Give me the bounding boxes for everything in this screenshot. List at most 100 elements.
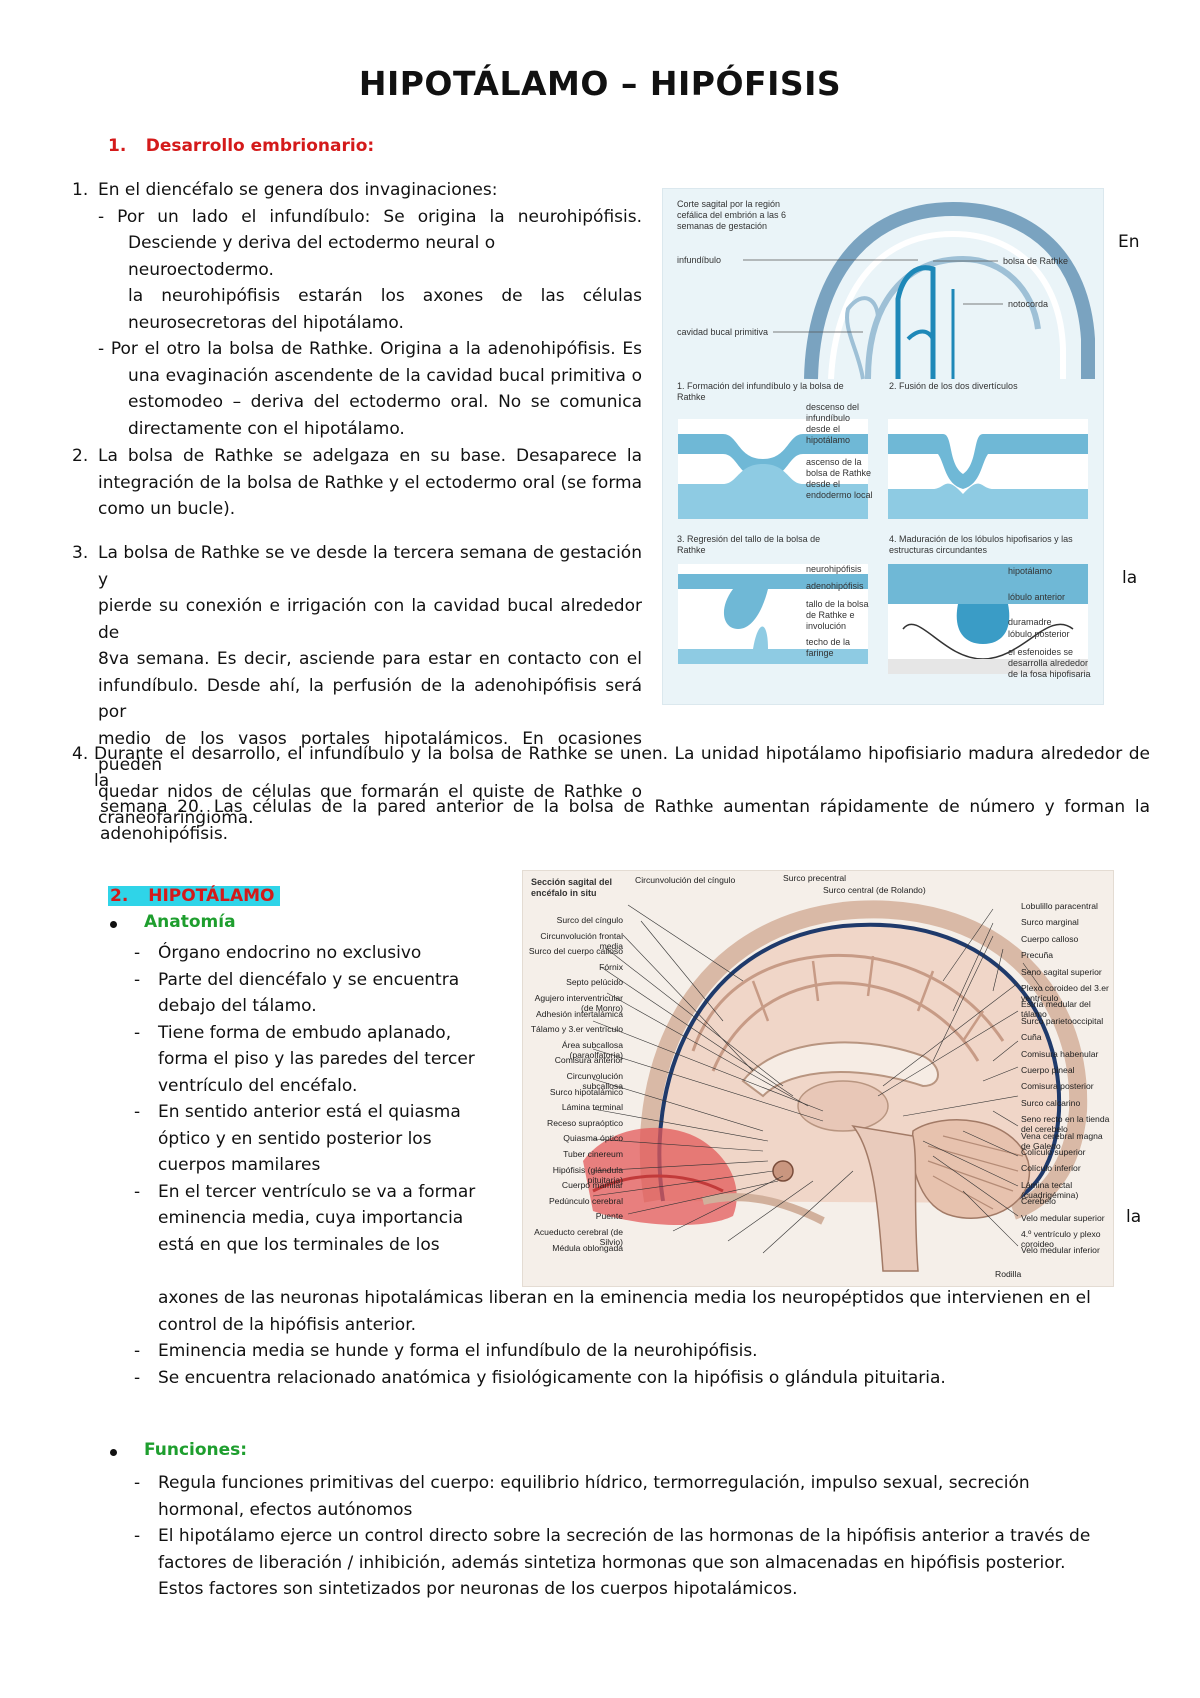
section1-number: 1.: [108, 136, 127, 156]
fig2-left-label: Surco del cuerpo calloso: [528, 946, 623, 957]
a5-side-word: la: [1126, 1207, 1142, 1227]
fig1-adeno: adenohipófisis: [806, 581, 864, 591]
fig1-step3: 3. Regresión del tallo de la bolsa de Ra…: [677, 534, 821, 555]
fig2-left-label: Adhesión intertalámica: [536, 1008, 623, 1019]
fig2-left-label: Acueducto cerebral (de Silvio): [534, 1227, 623, 1247]
fig1-bolsa: bolsa de Rathke: [1003, 256, 1069, 266]
p1-b-line1: - Por el otro la bolsa de Rathke. Origin…: [98, 339, 642, 359]
fig2-left-label: Surco hipotalámico: [549, 1086, 623, 1097]
fig2-left-label: Puente: [595, 1211, 623, 1222]
p3-line5: medio de los vasos portales hipotalámico…: [98, 728, 642, 776]
paragraph-3: 3. La bolsa de Rathke se ve desde la ter…: [72, 540, 642, 832]
paragraph-4: 4. Durante el desarrollo, el infundíbulo…: [72, 741, 1150, 847]
anatomia-item-2: Parte del diencéfalo y se encuentradebaj…: [126, 967, 526, 1020]
fig2-left-label: Fórnix: [599, 961, 623, 972]
section1-title: Desarrollo embrionario:: [145, 136, 375, 156]
fig2-right-label: Lámina tectal (cuadrigémina): [1021, 1179, 1079, 1200]
fig2-left-label: Agujero interventricular (de Monro): [534, 993, 623, 1013]
brain-sagittal-figure: Sección sagital del encéfalo in situ Sur…: [522, 870, 1114, 1287]
fig2-right-label: Comisura posterior: [1021, 1081, 1094, 1092]
fig2-top-label: Surco central (de Rolando): [823, 885, 926, 895]
fig2-right-label: Colículo superior: [1021, 1147, 1086, 1157]
anatomia-item-5: En el tercer ventrículo se va a formarem…: [126, 1179, 526, 1259]
anatomia-list-bottom: axones de las neuronas hipotalámicas lib…: [126, 1285, 1156, 1391]
fig2-left-label: Tálamo y 3.er ventrículo: [530, 1024, 623, 1035]
a5-line4: axones de las neuronas hipotalámicas lib…: [158, 1288, 1091, 1308]
anatomia-heading: Anatomía: [144, 912, 236, 932]
fig2-left-label: Área subcallosa (paraolfatoria): [561, 1039, 623, 1060]
fig1-neuro: neurohipófisis: [806, 564, 862, 574]
fig1-ascenso: ascenso de la bolsa de Rathke desde el e…: [806, 457, 873, 500]
p4-number: 4.: [72, 744, 89, 764]
funciones-list: Regula funciones primitivas del cuerpo: …: [126, 1470, 1166, 1603]
anatomia-item-1: Órgano endocrino no exclusivo: [126, 940, 526, 967]
fig1-step1: 1. Formación del infundíbulo y la bolsa …: [677, 381, 844, 402]
fig1-infundibulo: infundíbulo: [677, 255, 722, 265]
section2-title: HIPOTÁLAMO: [148, 886, 275, 906]
p3-number: 3.: [72, 543, 89, 563]
p3-line7: craneofaringioma.: [98, 808, 254, 828]
brain-diagram: [583, 900, 1088, 1272]
fig1-step4: 4. Maduración de los lóbulos hipofisario…: [889, 534, 1073, 555]
anatomia-item-3: Tiene forma de embudo aplanado,forma el …: [126, 1020, 526, 1100]
fig2-left-label: Médula oblongada: [552, 1242, 623, 1253]
funciones-item-2: El hipotálamo ejerce un control directo …: [126, 1523, 1166, 1603]
fig2-right-label: Surco parietooccipital: [1021, 1015, 1104, 1026]
fig2-right-label: Vena cerebral magna de Galeno: [1021, 1130, 1103, 1151]
p4-line1: Durante el desarrollo, el infundíbulo y …: [94, 744, 1150, 791]
fig1-tallo: tallo de la bolsa de Rathke e involución: [806, 599, 869, 631]
fig1-lpost: lóbulo posterior: [1008, 629, 1070, 639]
fig2-right-label: Lobulillo paracentral: [1021, 901, 1098, 911]
p2-line2: integración de la bolsa de Rathke y el e…: [98, 472, 642, 493]
fig2-right-label: Cuña: [1021, 1032, 1042, 1043]
fig2-left-label: Surco del cíngulo: [556, 915, 623, 925]
fig2-left-label: Comisura anterior: [554, 1055, 623, 1066]
p3-side-word: la: [1122, 568, 1138, 588]
fig1-lant: lóbulo anterior: [1008, 592, 1066, 602]
p3-line3: 8va semana. Es decir, asciende para esta…: [98, 649, 642, 669]
p1-b-line3: estomodeo – deriva del ectodermo oral. N…: [128, 392, 642, 412]
fig2-title: Sección sagital del encéfalo in situ: [531, 877, 613, 898]
paragraph-1: 1. En el diencéfalo se genera dos invagi…: [72, 177, 642, 442]
p2-number: 2.: [72, 446, 89, 466]
embryo-diagram: [678, 201, 1095, 674]
fig2-left-label: Pedúnculo cerebral: [548, 1195, 623, 1206]
fig2-right-label: Comisura habenular: [1021, 1048, 1099, 1059]
fig2-left-label: Receso supraóptico: [547, 1117, 623, 1128]
anatomia-item-4: En sentido anterior está el quiasmaóptic…: [126, 1099, 526, 1179]
fig2-right-label: Precuña: [1021, 950, 1054, 961]
fig2-right-label: Velo medular superior: [1021, 1212, 1105, 1223]
fig2-bottom-label: Rodilla: [995, 1269, 1022, 1279]
fig1-descenso: descenso del infundíbulo desde el hipotá…: [806, 402, 860, 445]
fig1-notocorda: notocorda: [1008, 299, 1049, 309]
section2-number: 2.: [110, 886, 129, 906]
p1-a-line1: - Por un lado el infundíbulo: Se origina…: [98, 206, 642, 227]
fig2-right-label: Velo medular inferior: [1021, 1245, 1100, 1256]
fig2-left-label: Quiasma óptico: [563, 1133, 623, 1144]
embryo-development-figure: Corte sagital por la región cefálica del…: [662, 188, 1104, 705]
funciones-bullet: [110, 1449, 117, 1456]
anatomia-item-6: Eminencia media se hunde y forma el infu…: [126, 1338, 1156, 1365]
p2-line1: La bolsa de Rathke se adelgaza en su bas…: [98, 446, 642, 466]
p1-b-line4: directamente con el hipotálamo.: [128, 418, 405, 439]
p3-line6: quedar nidos de células que formarán el …: [98, 781, 642, 802]
anatomia-item-7: Se encuentra relacionado anatómica y fis…: [126, 1365, 1156, 1392]
fig1-dura: duramadre: [1008, 617, 1052, 627]
fig2-left-label: Septo pelúcido: [566, 977, 623, 988]
fig2-left-label: Circunvolución frontal media: [540, 930, 623, 951]
section2-heading-highlight: 2. HIPOTÁLAMO: [108, 886, 281, 906]
fig2-top-label: Circunvolución del cíngulo: [635, 875, 736, 885]
a5-line5: control de la hipófisis anterior.: [158, 1314, 417, 1335]
p1-number: 1.: [72, 180, 89, 200]
section2-heading: 2. HIPOTÁLAMO: [108, 886, 281, 906]
paragraph-2: 2. La bolsa de Rathke se adelgaza en su …: [72, 443, 642, 523]
anatomia-bullet: [110, 921, 117, 928]
fig2-right-label: Surco marginal: [1021, 917, 1079, 928]
fig2-left-label: Lámina terminal: [561, 1102, 623, 1113]
fig2-right-label: Plexo coroideo del 3.er ventrículo: [1021, 983, 1109, 1003]
p3-line2: pierde su conexión e irrigación con la c…: [98, 596, 642, 643]
p1-a-line4: neurosecretoras del hipotálamo.: [128, 312, 404, 333]
fig2-right-label: Surco calcarino: [1021, 1097, 1081, 1108]
fig1-hipot: hipotálamo: [1008, 566, 1053, 576]
fig1-caption: Corte sagital por la región cefálica del…: [677, 199, 787, 231]
